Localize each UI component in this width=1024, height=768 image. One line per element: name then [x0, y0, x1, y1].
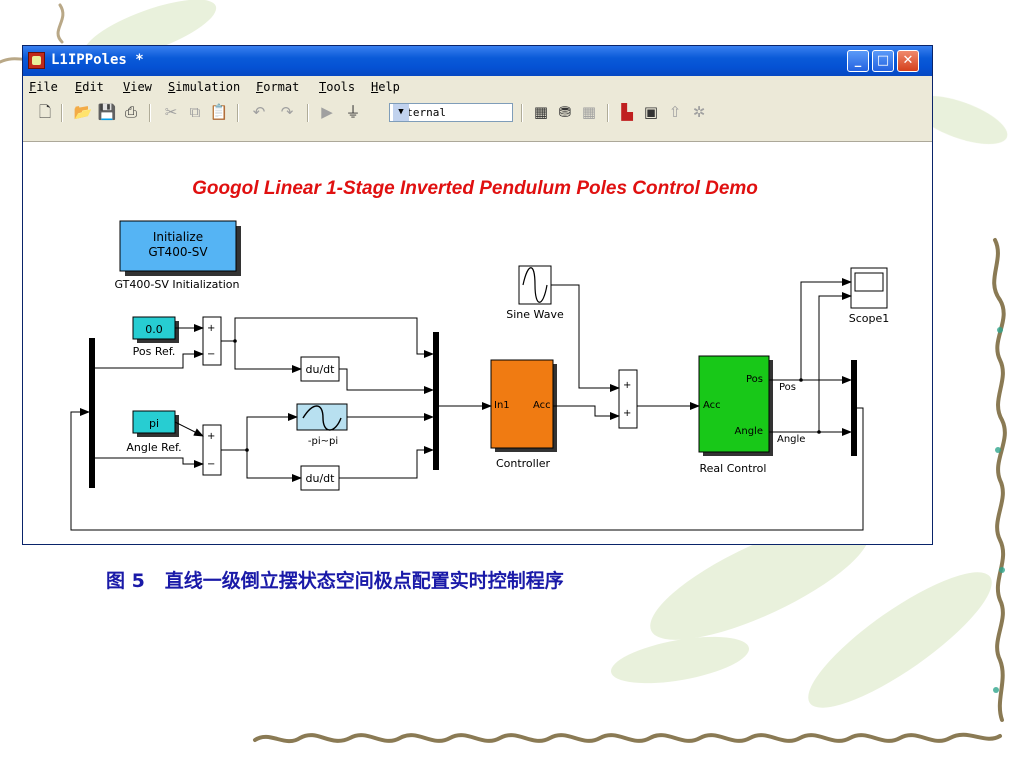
maximize-icon: □ — [876, 53, 890, 68]
library-icon[interactable]: ▦ — [533, 103, 549, 121]
svg-text:du/dt: du/dt — [306, 363, 336, 376]
sine-wave-icon — [522, 267, 548, 303]
build-icon[interactable]: ⛃ — [558, 103, 572, 121]
init-block[interactable]: Initialize GT400-SV — [119, 220, 241, 276]
redo-icon[interactable]: ↷ — [280, 103, 294, 121]
svg-text:−: − — [207, 459, 215, 470]
angle-ref-block[interactable]: pi — [132, 410, 179, 437]
sum-block-pos[interactable]: + − — [202, 316, 222, 366]
controller-label: Controller — [496, 457, 551, 470]
scope-label: Scope1 — [849, 312, 890, 325]
mux-bar-feedback[interactable] — [851, 360, 857, 456]
toolbar-separator — [61, 104, 63, 122]
debug-icon[interactable]: ▣ — [643, 103, 659, 121]
svg-text:du/dt: du/dt — [306, 472, 336, 485]
svg-text:−: − — [207, 349, 215, 360]
figure-caption: 图 5 直线一级倒立摆状态空间极点配置实时控制程序 — [106, 566, 564, 593]
angle-ref-value: pi — [149, 417, 159, 430]
pos-ref-block[interactable]: 0.0 — [132, 316, 179, 343]
pos-signal-label: Pos — [779, 382, 796, 393]
toolbar: 🗋 📂 💾 ⎙ ✂ ⧉ 📋 ↶ ↷ ▶ ⏚ External ▼ ▦ ⛃ ▦ ▙… — [23, 98, 932, 142]
svg-text:+: + — [207, 323, 215, 334]
derivative-block-pos[interactable]: du/dt — [300, 356, 340, 382]
real-control-label: Real Control — [700, 462, 767, 475]
menu-format[interactable]: Format — [256, 80, 300, 94]
menu-view[interactable]: View — [123, 80, 152, 94]
parent-icon[interactable]: ⇧ — [668, 103, 682, 121]
save-icon[interactable]: 💾 — [97, 103, 117, 121]
chevron-down-icon: ▼ — [393, 104, 409, 121]
open-icon[interactable]: 📂 — [73, 103, 93, 121]
diagram-title: Googol Linear 1-Stage Inverted Pendulum … — [192, 178, 758, 199]
menu-help[interactable]: Help — [371, 80, 400, 94]
connect-icon[interactable]: ⏚ — [345, 103, 361, 121]
new-icon[interactable]: 🗋 — [38, 103, 52, 121]
minimize-button[interactable]: _ — [847, 50, 869, 72]
menu-simulation[interactable]: Simulation — [168, 80, 241, 94]
pos-ref-value: 0.0 — [145, 323, 163, 336]
paste-icon[interactable]: 📋 — [209, 103, 229, 121]
real-control-pos-port: Pos — [746, 374, 763, 385]
real-control-angle-port: Angle — [735, 426, 763, 437]
angle-wrap-block[interactable] — [296, 403, 348, 431]
toolbar-separator — [237, 104, 239, 122]
figure-number: 图 5 — [106, 570, 145, 592]
copy-icon[interactable]: ⧉ — [189, 103, 201, 121]
real-control-block[interactable]: Acc Pos Angle — [698, 355, 773, 456]
toolbar-separator — [149, 104, 151, 122]
menu-bar: File Edit View Simulation Format Tools H… — [23, 76, 932, 98]
minimize-icon: _ — [854, 53, 862, 68]
undo-icon[interactable]: ↶ — [252, 103, 266, 121]
sine-wave-label: Sine Wave — [506, 308, 564, 321]
toolbar-separator — [307, 104, 309, 122]
update-icon[interactable]: ▦ — [581, 103, 597, 121]
init-block-line2: GT400-SV — [148, 245, 208, 259]
real-control-in-port: Acc — [703, 400, 721, 411]
window-title: L1IPPoles * — [51, 52, 144, 68]
start-icon[interactable]: ▶ — [321, 103, 333, 121]
svg-text:+: + — [207, 431, 215, 442]
angle-wrap-label: -pi~pi — [308, 436, 338, 447]
angle-signal-label: Angle — [777, 434, 805, 445]
sum-block-angle[interactable]: + − — [202, 424, 222, 476]
model-browser-icon[interactable]: ▙ — [621, 103, 633, 121]
controller-block[interactable]: In1 Acc — [490, 359, 557, 452]
derivative-block-angle[interactable]: du/dt — [300, 465, 340, 491]
cut-icon[interactable]: ✂ — [164, 103, 178, 121]
scope-block[interactable] — [850, 267, 888, 309]
init-block-label: GT400-SV Initialization — [115, 278, 240, 291]
signal-lines — [70, 278, 864, 531]
settings-icon[interactable]: ✲ — [692, 103, 706, 121]
block-diagram: Googol Linear 1-Stage Inverted Pendulum … — [70, 178, 890, 531]
simulink-window: L1IPPoles * _ □ ✕ File Edit View Simulat… — [22, 45, 933, 545]
title-bar[interactable]: L1IPPoles * _ □ ✕ — [23, 46, 932, 76]
model-canvas[interactable]: Googol Linear 1-Stage Inverted Pendulum … — [23, 142, 932, 544]
figure-title: 直线一级倒立摆状态空间极点配置实时控制程序 — [164, 570, 564, 592]
sine-curve-icon — [302, 405, 342, 431]
close-icon: ✕ — [902, 53, 914, 68]
menu-file[interactable]: File — [29, 80, 58, 94]
toolbar-separator — [521, 104, 523, 122]
controller-in-port: In1 — [494, 400, 510, 411]
maximize-button[interactable]: □ — [872, 50, 894, 72]
feedback-demux-bar[interactable] — [89, 338, 95, 488]
menu-edit[interactable]: Edit — [75, 80, 104, 94]
mux-bar-controller-input[interactable] — [433, 332, 439, 470]
angle-ref-label: Angle Ref. — [126, 441, 181, 454]
simulation-mode-select[interactable]: External ▼ — [389, 103, 513, 122]
init-block-line1: Initialize — [153, 230, 203, 244]
svg-text:+: + — [623, 408, 631, 419]
menu-tools[interactable]: Tools — [319, 80, 356, 94]
sine-wave-block[interactable] — [518, 265, 552, 305]
toolbar-separator — [607, 104, 609, 122]
sum-block-acc[interactable]: + + — [618, 369, 638, 429]
close-button[interactable]: ✕ — [897, 50, 919, 72]
pos-ref-label: Pos Ref. — [133, 345, 176, 358]
simulink-app-icon — [28, 52, 45, 69]
print-icon[interactable]: ⎙ — [124, 103, 137, 121]
svg-text:+: + — [623, 380, 631, 391]
controller-out-port: Acc — [533, 400, 551, 411]
